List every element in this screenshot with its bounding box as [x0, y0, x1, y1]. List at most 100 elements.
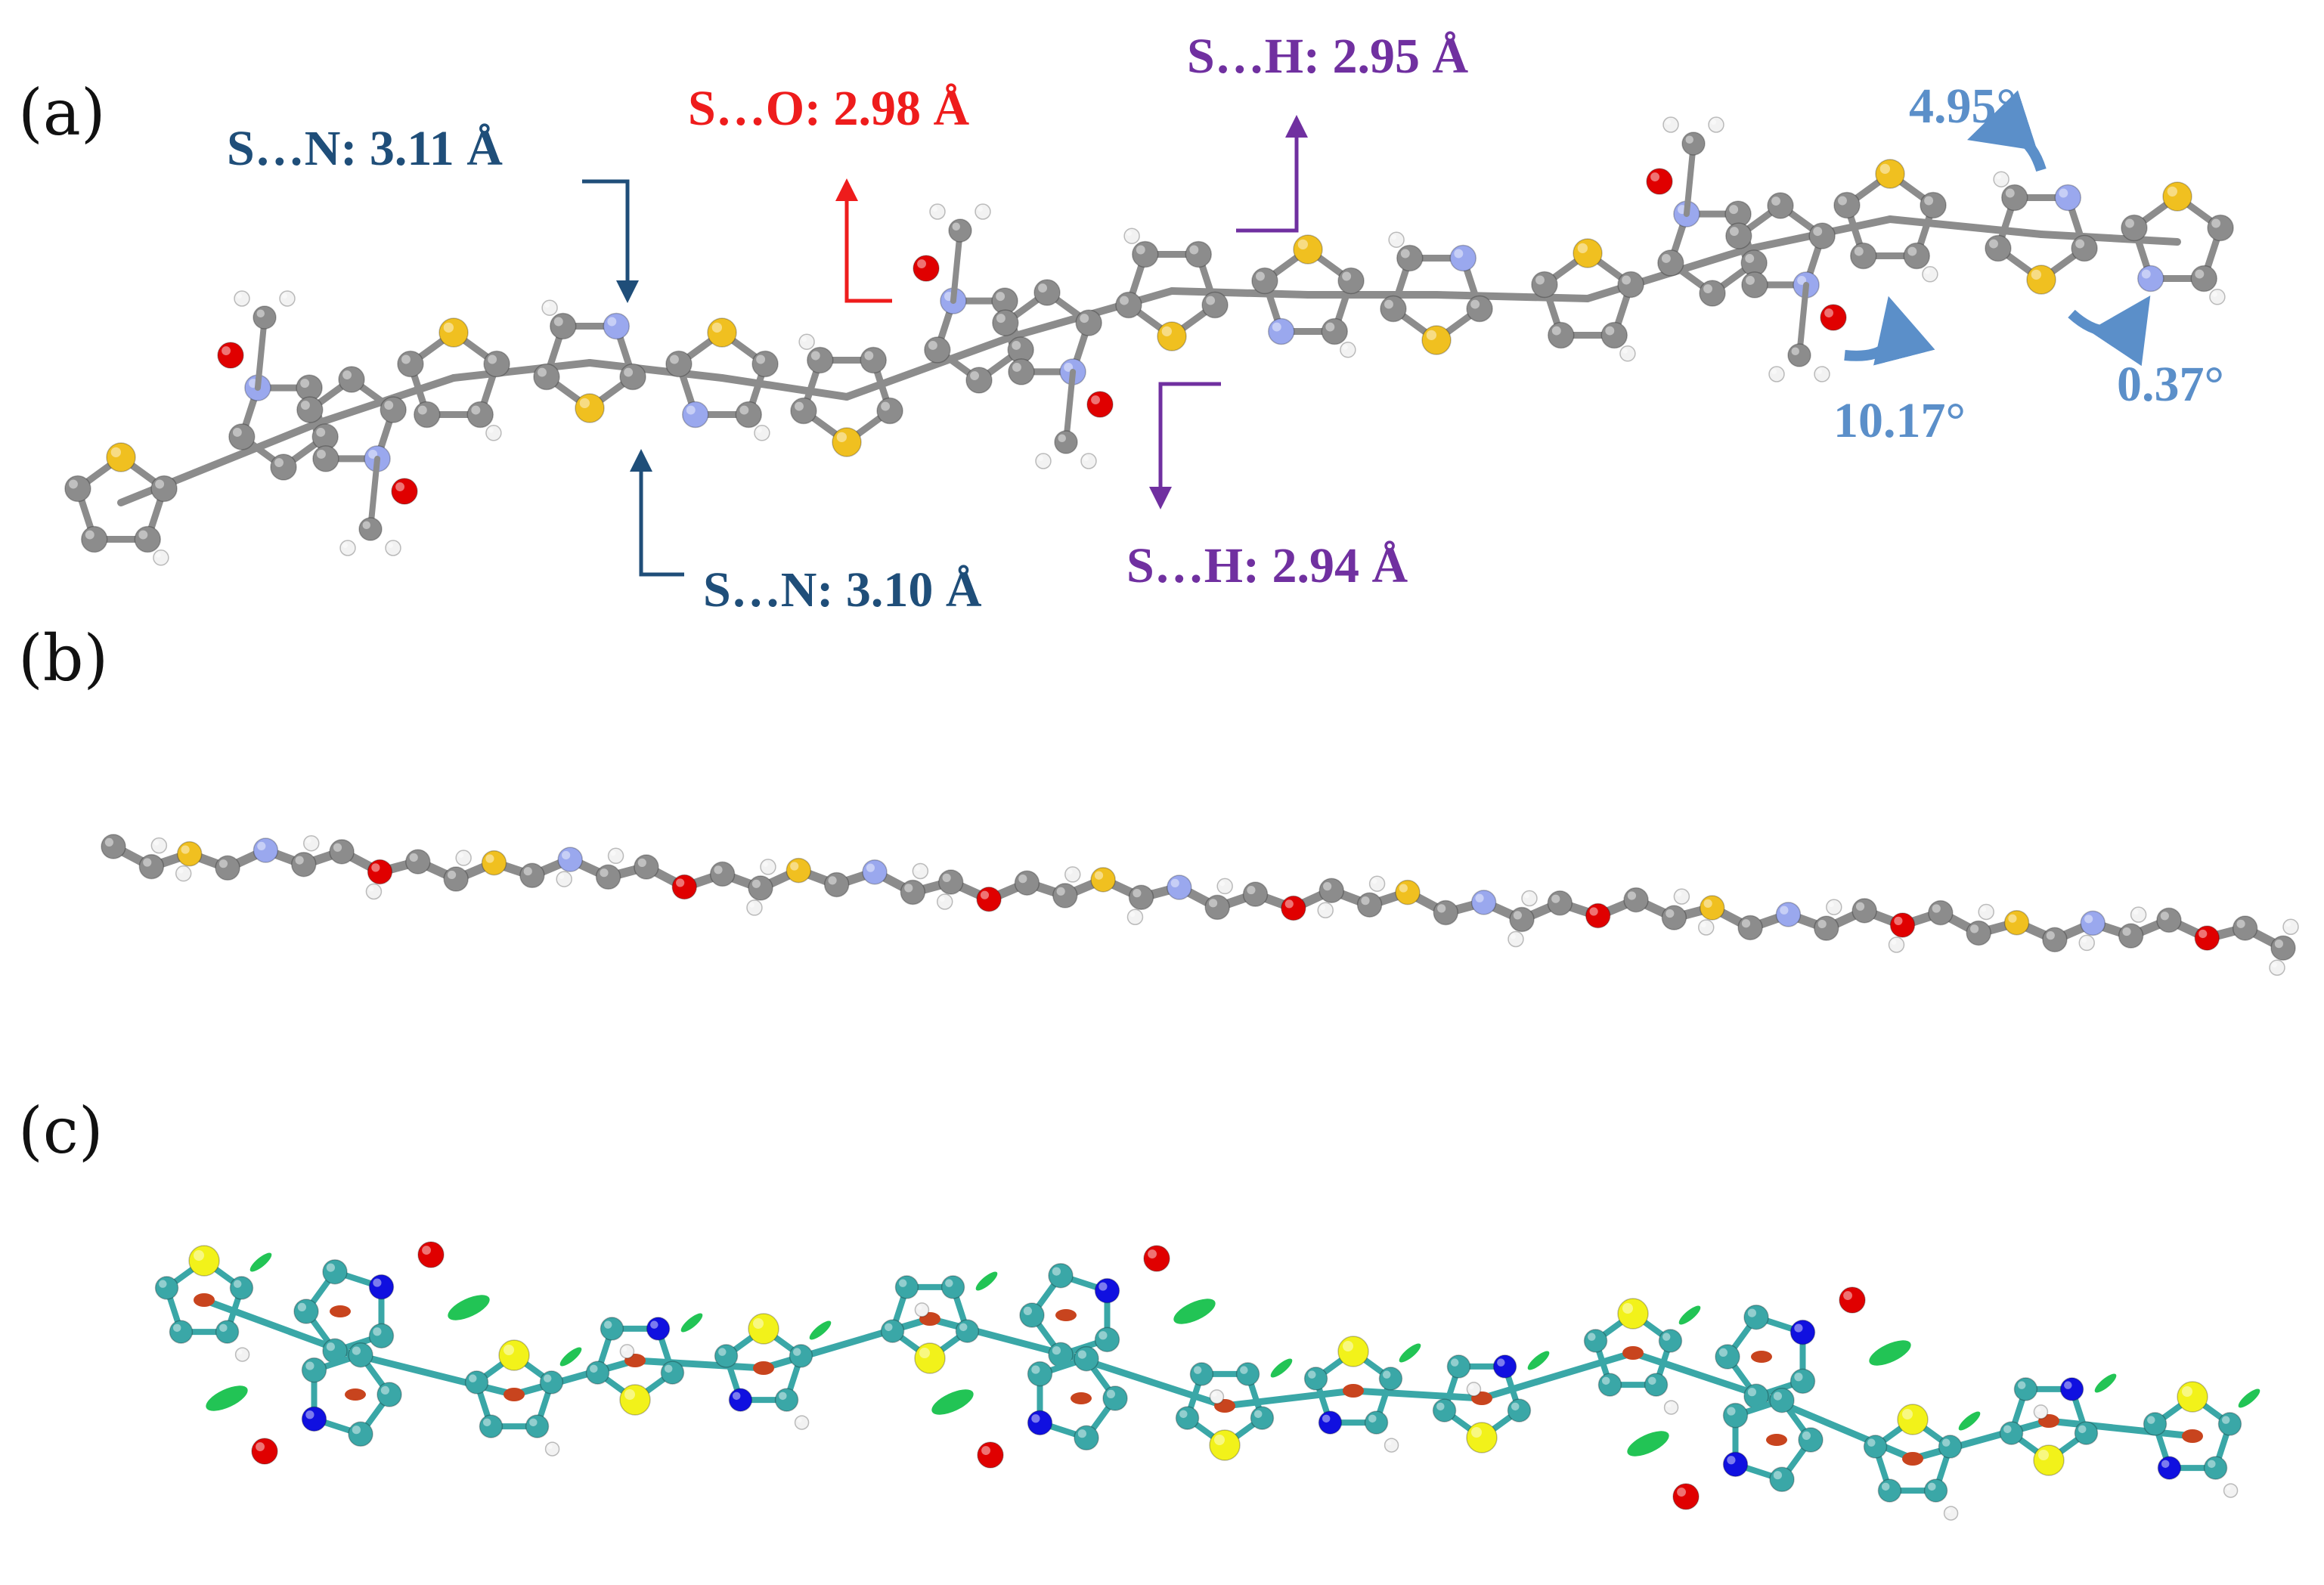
ring-atom: [2071, 234, 2098, 262]
dpp-atom: [1008, 358, 1035, 385]
side-atom: [291, 851, 317, 878]
ring-atom: [1251, 267, 1278, 295]
dpp-atom: [1725, 222, 1752, 249]
atom-highlight: [1932, 904, 1941, 913]
atom-highlight: [2211, 218, 2221, 228]
nci-dpp-atom: [1074, 1345, 1099, 1372]
angle-label-3: 0.37°: [2117, 357, 2224, 412]
nci-dpp-atom: [1743, 1304, 1769, 1330]
dpp-atom: [1033, 279, 1061, 306]
hydrogen-atom: [2282, 918, 2299, 935]
nci-dpp-atom: [376, 1382, 402, 1407]
ring-atom: [397, 350, 424, 378]
side-atom: [443, 866, 469, 892]
bond: [718, 374, 851, 401]
atom-highlight: [368, 886, 374, 892]
hydrogen-atom: [1209, 1389, 1225, 1404]
ring-atom: [2121, 214, 2148, 242]
atom-highlight: [1272, 322, 1281, 332]
atom-highlight: [739, 405, 749, 415]
atom-highlight: [1094, 871, 1104, 880]
atom-highlight: [352, 1346, 361, 1355]
nci-ring-atom: [188, 1245, 220, 1277]
side-atom: [1775, 902, 1802, 927]
side-atom: [1966, 920, 1991, 946]
side-atom: [1851, 898, 1877, 924]
nci-ring-atom: [789, 1344, 813, 1368]
atom-highlight: [981, 1446, 991, 1456]
hydrogen-atom: [975, 203, 991, 220]
atom-highlight: [282, 293, 287, 299]
ring-atom: [2207, 214, 2234, 242]
atom-highlight: [237, 1349, 243, 1355]
side-atom: [1623, 887, 1649, 913]
nci-dpp-atom: [1715, 1344, 1740, 1370]
nci-dpp-atom: [368, 1274, 395, 1300]
atom-highlight: [751, 879, 761, 888]
nci-dpp-atom: [1027, 1410, 1053, 1436]
ring-atom: [466, 401, 494, 429]
atom-highlight: [373, 1278, 382, 1287]
atom-highlight: [1791, 347, 1799, 355]
atom-highlight: [384, 401, 394, 410]
ring-atom: [438, 317, 469, 348]
ring-atom: [1201, 291, 1229, 319]
atom-highlight: [2195, 269, 2205, 279]
hydrogen-atom: [1508, 930, 1524, 948]
atom-highlight: [1824, 308, 1833, 317]
atom-highlight: [1437, 904, 1446, 913]
molecule-nci-view: [154, 1241, 2260, 1521]
s-h-arrow-2: [1149, 382, 1221, 509]
atom-highlight: [1685, 135, 1693, 144]
atom-highlight: [69, 479, 78, 489]
ring-atom: [2054, 184, 2082, 212]
atom-highlight: [718, 1348, 727, 1356]
ring-atom: [876, 397, 903, 425]
atom-highlight: [1843, 1291, 1852, 1301]
atom-highlight: [1148, 1249, 1157, 1259]
atom-highlight: [504, 1345, 514, 1355]
atom-highlight: [1711, 119, 1716, 125]
atom-highlight: [970, 371, 980, 380]
oxygen-atom: [1143, 1245, 1170, 1272]
side-atom: [1585, 902, 1611, 929]
atom-highlight: [959, 1323, 968, 1332]
nci-dpp-atom: [348, 1421, 373, 1447]
bond: [1909, 1417, 2053, 1463]
hydrogen-atom: [339, 540, 356, 556]
hydrogen-atom: [303, 834, 320, 852]
atom-highlight: [1170, 878, 1179, 887]
nci-red-surface: [345, 1388, 366, 1401]
nci-green-surface: [975, 1271, 998, 1291]
atom-highlight: [714, 865, 723, 875]
nci-ring-atom: [1189, 1362, 1214, 1386]
atom-highlight: [469, 1374, 477, 1382]
atom-highlight: [232, 428, 242, 437]
hydrogen-atom: [1521, 890, 1538, 907]
hydrogen-atom: [385, 540, 401, 556]
nci-ring-atom: [1863, 1435, 1888, 1459]
atom-highlight: [1308, 1370, 1316, 1379]
bond: [367, 455, 381, 532]
atom-highlight: [2046, 931, 2055, 940]
atom-highlight: [1342, 271, 1352, 281]
atom-highlight: [1083, 456, 1089, 461]
side-atom: [709, 861, 736, 887]
nci-ring-atom: [539, 1370, 564, 1395]
methyl-atom: [1681, 132, 1706, 156]
atom-highlight: [1052, 1346, 1061, 1355]
atom-highlight: [110, 447, 122, 457]
bond: [586, 359, 726, 382]
nci-ring-atom: [1507, 1398, 1532, 1422]
nci-green-surface: [1399, 1343, 1421, 1363]
bond: [510, 1357, 639, 1398]
atom-highlight: [664, 1364, 673, 1373]
atom-highlight: [915, 865, 921, 871]
nci-red-surface: [330, 1305, 351, 1317]
atom-highlight: [1077, 1350, 1086, 1359]
bond: [1683, 141, 1697, 218]
dpp-atom: [1075, 309, 1102, 336]
atom-highlight: [1700, 921, 1706, 927]
atom-highlight: [942, 873, 951, 882]
atom-highlight: [181, 845, 190, 854]
